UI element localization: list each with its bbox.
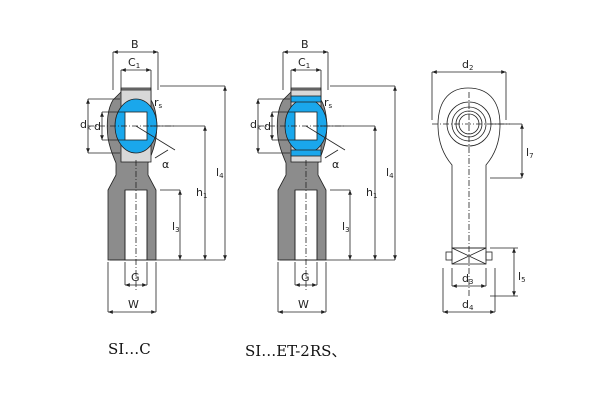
view-si-c-labels: B C1 rs dk d α h1 l3 l4 G W (80, 38, 224, 311)
svg-text:h1: h1 (196, 186, 207, 200)
label-l5: l (518, 270, 521, 283)
svg-text:C1: C1 (128, 56, 140, 70)
label-dk: d (80, 118, 87, 131)
label-rs-2: r (324, 96, 329, 109)
label-h1: h (196, 186, 203, 199)
label-alpha-2: α (332, 158, 339, 171)
view-si-et-2rs (256, 50, 397, 314)
label-l3: l (172, 220, 175, 233)
seal-bottom (290, 149, 322, 157)
svg-text:α: α (332, 158, 339, 171)
view-front-labels: d2 l7 d3 d4 l5 (462, 58, 534, 312)
svg-text:B: B (301, 38, 309, 51)
seal-top (290, 95, 322, 103)
label-B-2: B (301, 38, 309, 51)
label-d2: d (462, 58, 469, 71)
svg-text:dk: dk (250, 118, 262, 132)
label-d3: d (462, 272, 469, 285)
svg-text:d: d (264, 120, 271, 133)
svg-text:rs: rs (154, 96, 163, 110)
label-d: d (94, 120, 101, 133)
svg-text:l4: l4 (386, 166, 394, 180)
label-l7: l (526, 146, 529, 159)
label-C1-2: C (298, 56, 306, 69)
svg-text:G: G (131, 271, 140, 284)
label-l4: l (216, 166, 219, 179)
label-G: G (131, 271, 140, 284)
label-G-2: G (301, 271, 310, 284)
svg-text:l4: l4 (216, 166, 224, 180)
view-front (431, 70, 524, 314)
svg-text:d4: d4 (462, 298, 474, 312)
label-alpha: α (162, 158, 169, 171)
svg-text:d3: d3 (462, 272, 473, 286)
label-C1: C (128, 56, 136, 69)
svg-text:d: d (94, 120, 101, 133)
svg-text:l3: l3 (342, 220, 350, 234)
eye-outline (437, 87, 501, 249)
view-si-et-2rs-labels: B C1 rs dk d α h1 l3 l4 G W (250, 38, 394, 311)
caption-si-c: SI…C (108, 340, 151, 358)
label-rs: r (154, 96, 159, 109)
label-l4-2: l (386, 166, 389, 179)
label-W-2: W (298, 298, 309, 311)
label-l3-2: l (342, 220, 345, 233)
view-si-c (86, 50, 227, 314)
svg-text:α: α (162, 158, 169, 171)
label-W: W (128, 298, 139, 311)
label-dk-2: d (250, 118, 257, 131)
svg-text:h1: h1 (366, 186, 377, 200)
label-B: B (131, 38, 139, 51)
svg-text:rs: rs (324, 96, 333, 110)
svg-text:G: G (301, 271, 310, 284)
caption-si-et-2rs: SI…ET-2RS、 (245, 342, 347, 360)
label-d4: d (462, 298, 469, 311)
svg-text:l7: l7 (526, 146, 534, 160)
svg-text:d2: d2 (462, 58, 473, 72)
label-d-2: d (264, 120, 271, 133)
svg-text:C1: C1 (298, 56, 310, 70)
label-h1-2: h (366, 186, 373, 199)
svg-text:B: B (131, 38, 139, 51)
svg-text:l3: l3 (172, 220, 180, 234)
svg-text:dk: dk (80, 118, 92, 132)
svg-text:l5: l5 (518, 270, 526, 284)
svg-text:W: W (298, 298, 309, 311)
svg-text:W: W (128, 298, 139, 311)
